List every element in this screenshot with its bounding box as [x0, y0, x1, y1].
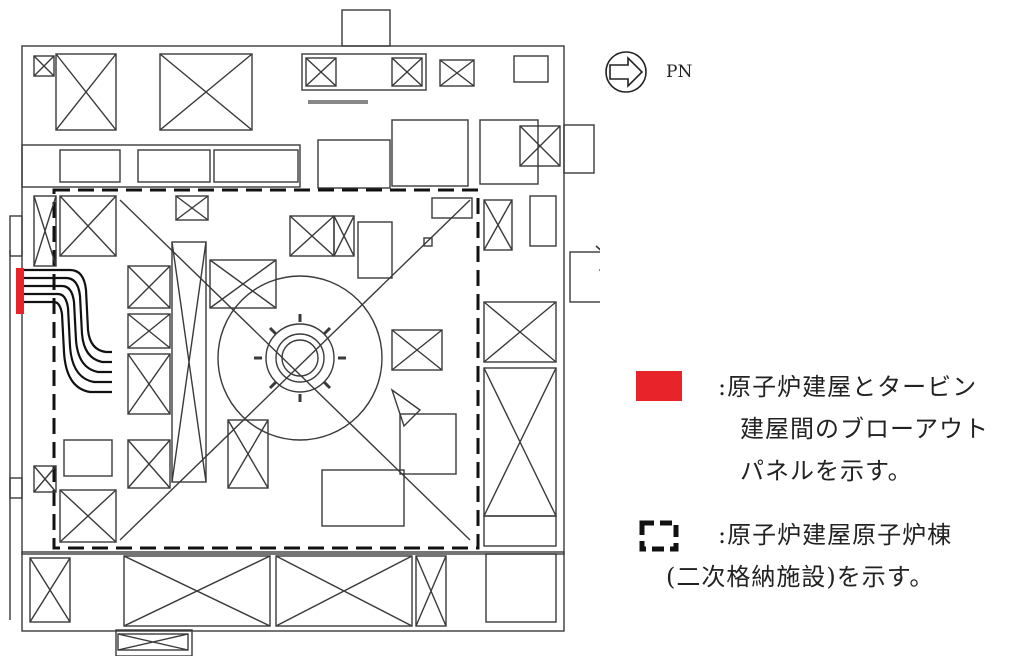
east-annex-1 [563, 124, 595, 174]
top-annex [341, 9, 391, 47]
legend-line: :原子炉建屋とタービン [718, 373, 978, 401]
north-indicator: PN [604, 50, 724, 94]
legend-line: 建屋間のブローアウト [740, 415, 990, 443]
blowout-panel-highlight [16, 268, 24, 314]
secondary-containment-boundary [52, 188, 480, 550]
east-annex-2 [569, 251, 600, 303]
reactor-building-floor-plan [9, 9, 600, 656]
legend-text-secondary-containment: :原子炉建屋原子炉棟 (二次格納施設)を示す。 [666, 514, 953, 598]
room [33, 55, 55, 77]
reactor-shield-wall [217, 275, 383, 441]
west-annex-1 [9, 215, 23, 257]
legend-line: (二次格納施設)を示す。 [666, 563, 935, 591]
room [159, 53, 253, 131]
service-strip [21, 144, 301, 188]
north-arrow-icon [605, 51, 647, 93]
room [55, 53, 117, 131]
room [301, 53, 427, 91]
legend-line: パネルを示す。 [740, 457, 913, 485]
outer-wall [21, 45, 565, 632]
legend-line: :原子炉建屋原子炉棟 [718, 521, 953, 549]
north-label: PN [666, 62, 693, 82]
dashed-rectangle-icon [639, 520, 679, 552]
room [59, 195, 117, 257]
legend-text-blowout-panel: :原子炉建屋とタービン 建屋間のブローアウト パネルを示す。 [718, 366, 989, 492]
bottom-annex [115, 629, 193, 656]
room [513, 55, 549, 83]
cable-runs [22, 268, 112, 394]
reactor-vessel [265, 323, 335, 393]
red-swatch-icon [636, 371, 682, 401]
west-annex-2 [9, 477, 23, 499]
